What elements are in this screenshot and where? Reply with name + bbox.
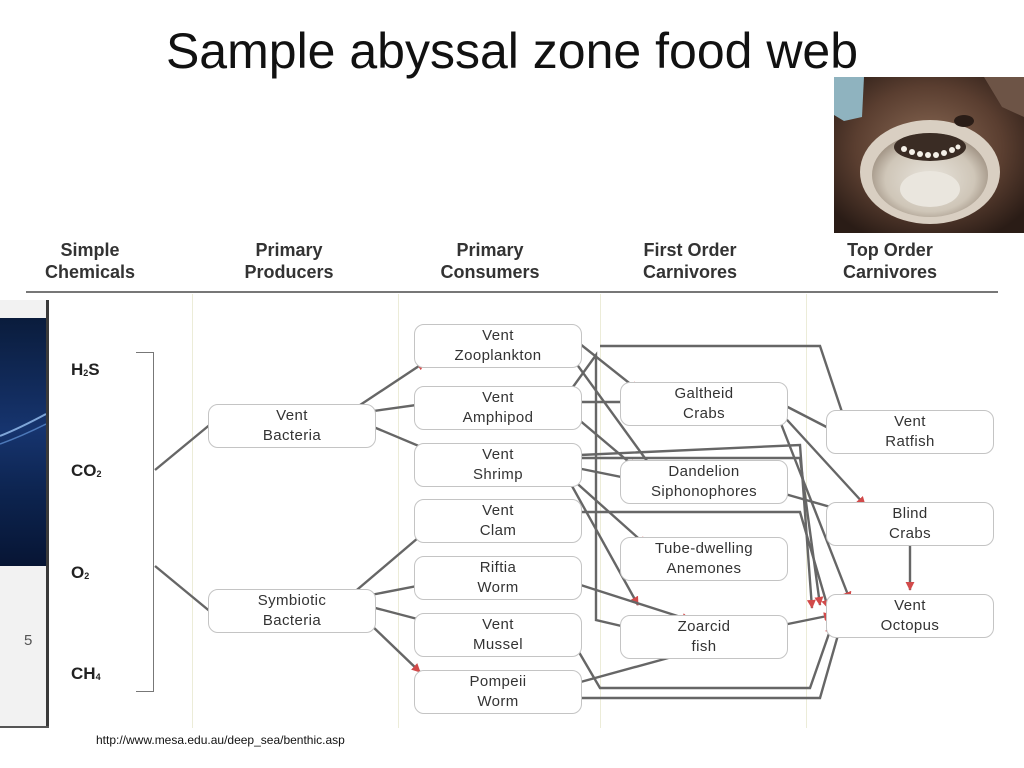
chemical-co2: CO2 [71,461,102,480]
chemical-ch4: CH4 [71,664,101,683]
column-divider [600,294,601,728]
chemical-h2s: H2S [71,360,100,379]
column-divider [806,294,807,728]
arrow [564,578,691,622]
chemicals-bracket [136,352,154,692]
header-rule [26,291,998,293]
fish-photo [834,77,1024,233]
column-divider [398,294,399,728]
slide-title: Sample abyssal zone food web [165,23,859,79]
left-image-dark-panel [0,318,47,566]
left-image-bottom-border [0,726,49,728]
chemical-o2: O2 [71,563,90,582]
left-image-glyph: 5 [24,632,33,649]
source-link[interactable]: http://www.mesa.edu.au/deep_sea/benthic.… [96,733,345,747]
column-divider [192,294,193,728]
left-image-border [46,300,49,728]
